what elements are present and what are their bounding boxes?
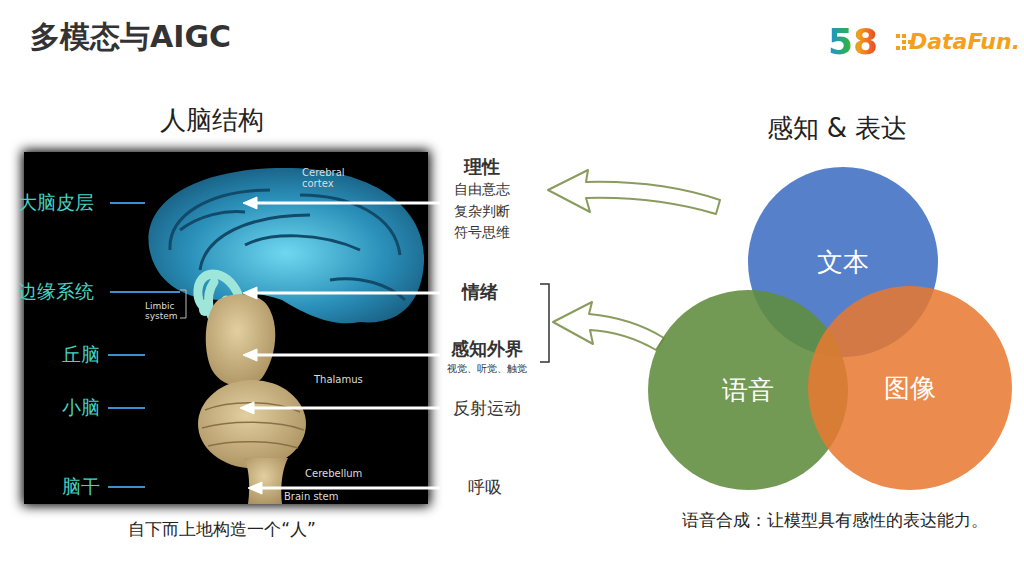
slide-title: 多模态与AIGC bbox=[30, 20, 231, 55]
panel-heading: 感知 & 表达 bbox=[767, 114, 908, 144]
function-item: 视觉、听觉、触觉 bbox=[447, 363, 527, 375]
leader-line bbox=[110, 291, 180, 293]
logo-text: DataFun. bbox=[909, 29, 1020, 54]
arrow-head bbox=[243, 349, 257, 361]
arrow-head bbox=[243, 287, 257, 299]
function-heading: 反射运动 bbox=[453, 399, 521, 419]
cerebellum bbox=[198, 380, 306, 468]
region-label: 边缘系统 bbox=[18, 281, 94, 303]
hollow-arrow bbox=[553, 302, 664, 350]
circle-label: 文本 bbox=[817, 245, 869, 280]
caption-text: 自下而上地构造一个“人” bbox=[128, 520, 316, 540]
logo-dot bbox=[902, 40, 906, 44]
panel-heading: 人脑结构 bbox=[160, 106, 264, 136]
leader-line bbox=[110, 202, 145, 204]
part-name: Limbic system bbox=[145, 301, 187, 322]
logo-dot bbox=[902, 34, 906, 38]
function-item: 复杂判断 bbox=[454, 203, 510, 219]
venn-circle: 图像 bbox=[808, 286, 1012, 490]
brain-stem bbox=[244, 458, 288, 504]
arrow-head bbox=[243, 197, 257, 209]
leader-line bbox=[108, 407, 145, 409]
function-heading: 情绪 bbox=[462, 282, 498, 303]
leader-line bbox=[108, 486, 145, 488]
region-label: 小脑 bbox=[62, 397, 100, 419]
function-heading: 理性 bbox=[464, 157, 500, 178]
leader-line bbox=[108, 354, 145, 356]
logo-dot bbox=[896, 34, 900, 38]
part-name: Brain stem bbox=[284, 491, 338, 503]
pointer-arrow bbox=[255, 354, 440, 357]
gyri-lines bbox=[170, 190, 405, 300]
pointer-arrow bbox=[252, 407, 440, 410]
region-label: 大脑皮层 bbox=[18, 192, 94, 214]
part-name: Thalamus bbox=[314, 374, 363, 386]
cerebellum-folds bbox=[202, 403, 304, 448]
function-item: 自由意志 bbox=[454, 181, 510, 197]
arrow-head bbox=[240, 402, 254, 414]
function-heading: 感知外界 bbox=[451, 339, 523, 360]
pointer-arrow bbox=[255, 202, 440, 205]
logo-dot bbox=[902, 46, 906, 50]
limbic-system bbox=[199, 304, 211, 316]
logo-dot bbox=[896, 46, 900, 50]
pointer-arrow bbox=[260, 487, 440, 490]
part-name: Cerebral cortex bbox=[302, 167, 350, 190]
thalamus bbox=[206, 294, 276, 386]
part-name: Cerebellum bbox=[305, 468, 362, 480]
bracket bbox=[540, 284, 549, 362]
logo-text: 58 bbox=[828, 21, 878, 62]
region-label: 脑干 bbox=[62, 476, 100, 498]
leader-lines bbox=[108, 203, 180, 487]
circle-label: 语音 bbox=[722, 373, 774, 408]
region-label: 丘脑 bbox=[62, 344, 100, 366]
pointer-arrows bbox=[240, 197, 440, 494]
circle-label: 图像 bbox=[884, 371, 936, 406]
cerebral-cortex bbox=[149, 168, 425, 323]
caption-text: 语音合成：让模型具有感性的表达能力。 bbox=[682, 511, 988, 531]
pointer-arrow bbox=[255, 292, 440, 295]
hollow-arrow bbox=[548, 170, 720, 214]
limbic-bracket bbox=[180, 290, 186, 318]
function-item: 符号思维 bbox=[454, 224, 510, 240]
arrow-head bbox=[248, 482, 262, 494]
function-heading: 呼吸 bbox=[468, 478, 502, 498]
